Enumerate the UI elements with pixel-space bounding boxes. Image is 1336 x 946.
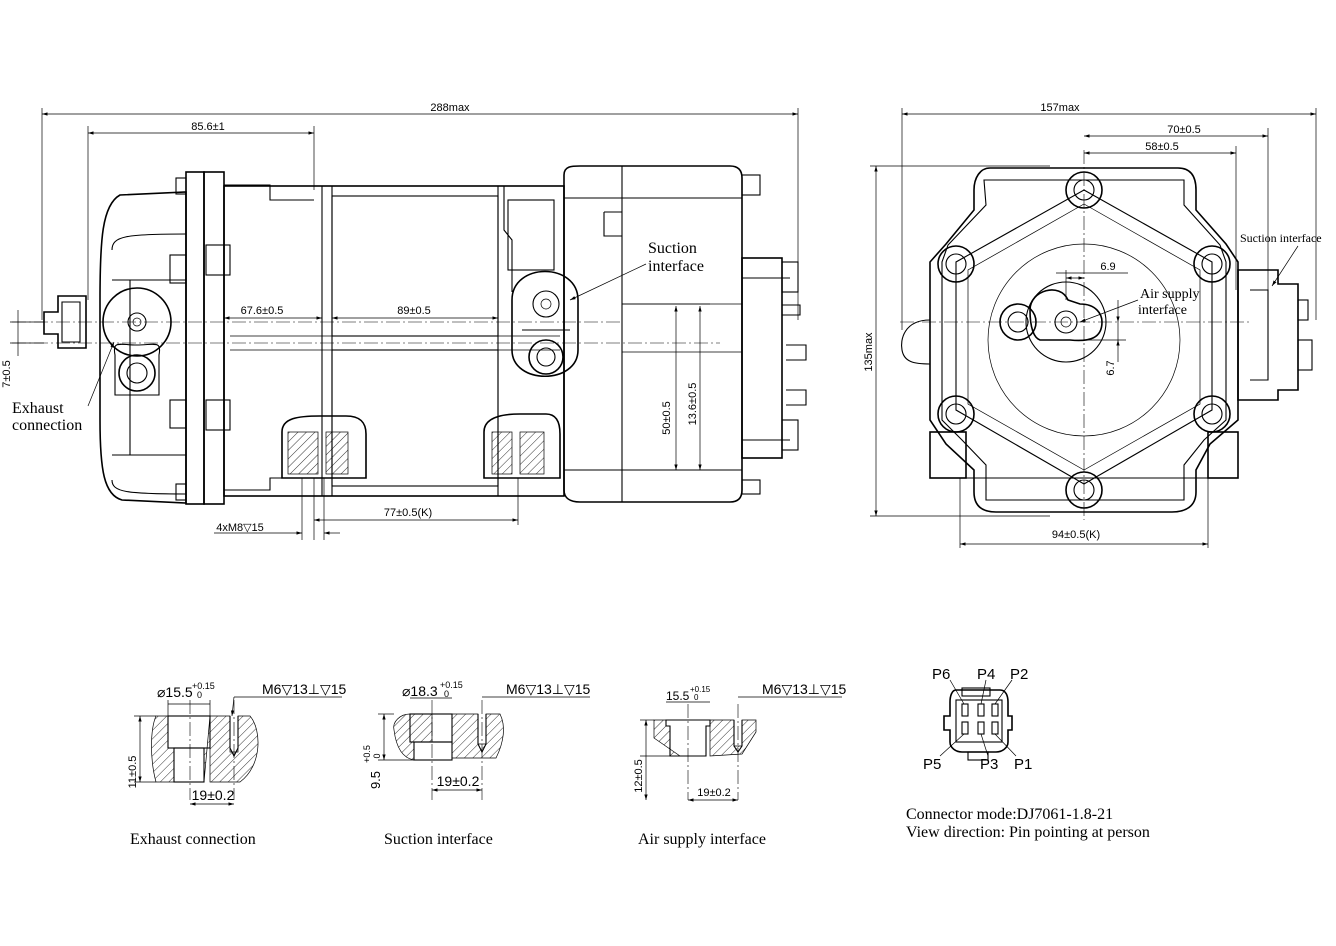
detail-air: 15.5 +0.15 0 M6▽13⊥▽15 12±0.5 19±0.2 Air… [633,681,847,848]
dim-85: 85.6±1 [191,121,225,133]
label-suction-2: interface [648,258,704,275]
dim-94: 94±0.5(K) [1052,529,1100,541]
label-air-2: interface [1138,303,1187,318]
label-suction-interface: Suction interface [1240,231,1322,245]
connector-mode: Connector mode:DJ7061-1.8-21 [906,806,1113,823]
exhaust-tol-dn: 0 [197,690,202,700]
connector-view: View direction: Pin pointing at person [906,824,1150,841]
pin-p4: P4 [977,666,995,683]
end-view: 157max 70±0.5 58±0.5 135max [863,102,1322,548]
dim-67: 67.6±0.5 [241,305,284,317]
label-exhaust-2: connection [12,417,82,434]
exhaust-dia: ⌀15.5 [157,684,193,700]
dim-6-9: 6.9 [1100,261,1115,273]
suction-thread: M6▽13⊥▽15 [506,681,591,697]
label-exhaust-1: Exhaust [12,400,64,417]
connector-diagram: P6 P4 P2 P5 P3 P1 Connector mode:DJ7061-… [906,666,1150,841]
thread-callout: 4xM8▽15 [216,522,264,534]
dim-70: 70±0.5 [1167,124,1201,136]
pin-p6: P6 [932,666,950,683]
air-pitch: 19±0.2 [697,787,731,799]
air-dia: 15.5 [666,689,690,703]
dim-width: 157max [1040,102,1080,114]
dim-77: 77±0.5(K) [384,507,432,519]
dim-13: 13.6±0.5 [687,383,699,426]
dim-overall-length: 288max [430,102,470,114]
label-suction-1: Suction [648,240,697,257]
dim-89: 89±0.5 [397,305,431,317]
pin-p3: P3 [980,756,998,773]
label-air-1: Air supply [1140,287,1200,302]
air-caption: Air supply interface [638,831,766,848]
suction-tol-dn: 0 [444,689,449,699]
suction-depth-dn: 0 [372,753,382,758]
suction-depth-up: +0.5 [362,745,372,763]
air-depth: 12±0.5 [633,759,645,793]
exhaust-caption: Exhaust connection [130,831,256,848]
suction-dia: ⌀18.3 [402,683,438,699]
dim-6-7: 6.7 [1105,360,1117,375]
end-view-bolts [937,171,1231,509]
side-view: 288max 85.6±1 [1,102,807,540]
detail-suction: ⌀18.3 +0.15 0 M6▽13⊥▽15 9.5 +0.5 0 19±0.… [362,680,591,848]
dim-58: 58±0.5 [1145,141,1179,153]
suction-caption: Suction interface [384,831,493,848]
suction-pitch: 19±0.2 [437,773,480,789]
detail-exhaust: ⌀15.5 +0.15 0 M6▽13⊥▽15 11±0.5 19±0.2 Ex… [127,681,347,848]
exhaust-depth: 11±0.5 [127,756,139,789]
suction-depth: 9.5 [368,771,383,789]
air-tol-dn: 0 [694,693,699,702]
pin-p2: P2 [1010,666,1028,683]
air-tol-up: +0.15 [690,685,711,694]
dim-height: 135max [863,332,875,372]
exhaust-thread: M6▽13⊥▽15 [262,681,347,697]
exhaust-pitch: 19±0.2 [192,787,235,803]
pin-p1: P1 [1014,756,1032,773]
dim-7: 7±0.5 [1,360,13,387]
air-thread: M6▽13⊥▽15 [762,681,847,697]
dim-50: 50±0.5 [661,401,673,435]
pin-p5: P5 [923,756,941,773]
suction-tol-up: +0.15 [440,680,463,690]
exhaust-tol-up: +0.15 [192,681,215,691]
